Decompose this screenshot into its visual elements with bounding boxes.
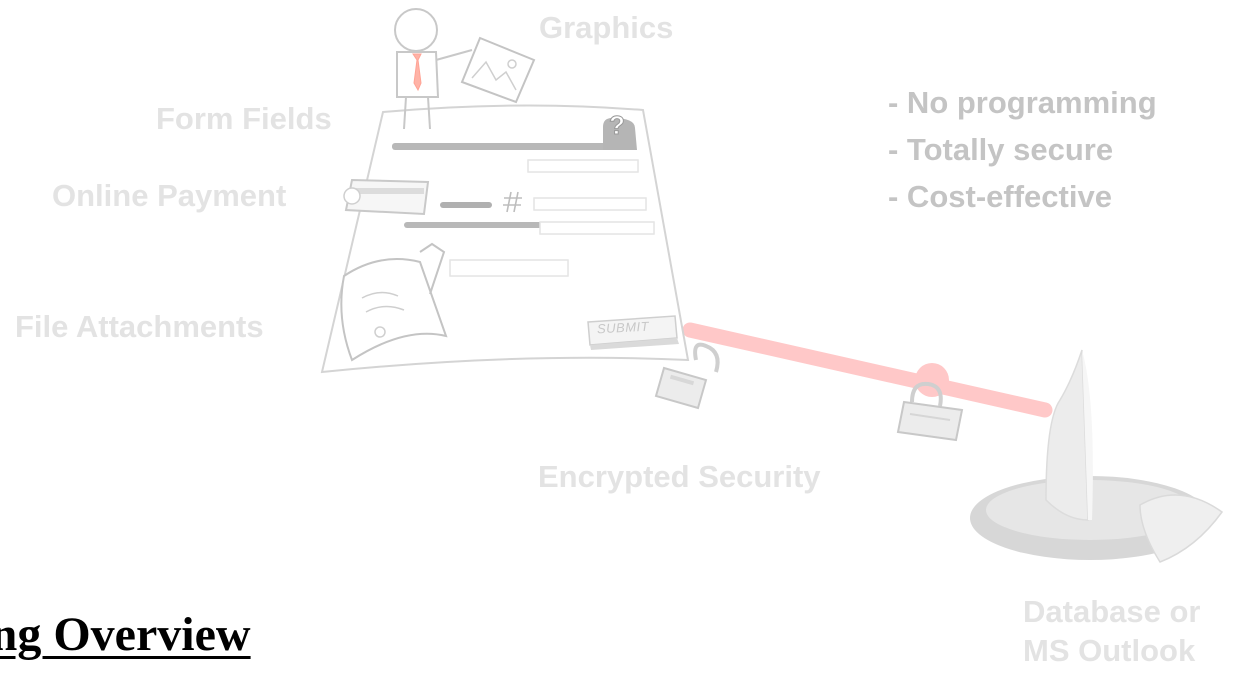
database-label-line2: MS Outlook: [1023, 633, 1196, 668]
question-mark-icon: ?: [603, 110, 637, 150]
label-file-attachments: File Attachments: [15, 309, 264, 344]
label-form-fields: Form Fields: [156, 101, 332, 136]
person-icon: [394, 8, 473, 130]
attachment-field-box: [449, 259, 569, 277]
padlock-icon: [896, 381, 964, 442]
payment-field-bar: [440, 202, 492, 208]
page-heading: cing Overview: [0, 608, 251, 661]
submit-button: [587, 315, 679, 350]
label-encrypted-security: Encrypted Security: [538, 459, 821, 494]
picture-icon: [460, 36, 536, 104]
credit-card-icon: [343, 178, 430, 216]
label-graphics: Graphics: [539, 10, 674, 45]
paperclip-document-icon: [340, 242, 448, 362]
feature-item: - No programming: [888, 85, 1157, 120]
connection-line: [682, 322, 1053, 418]
submit-button-label: SUBMIT: [596, 318, 650, 337]
feature-item: - Totally secure: [888, 132, 1114, 167]
svg-text:?: ?: [609, 110, 625, 140]
label-online-payment: Online Payment: [52, 178, 287, 213]
form-field-box: [527, 159, 639, 173]
hash-icon: [503, 191, 522, 213]
database-label-line1: Database or: [1023, 594, 1201, 629]
payment-field-box: [533, 197, 647, 211]
form-field-box: [539, 221, 655, 235]
form-field-bar: [392, 143, 632, 150]
padlock-icon: [654, 342, 720, 410]
feature-item: - Cost-effective: [888, 179, 1112, 214]
database-disk-icon: [970, 349, 1224, 563]
